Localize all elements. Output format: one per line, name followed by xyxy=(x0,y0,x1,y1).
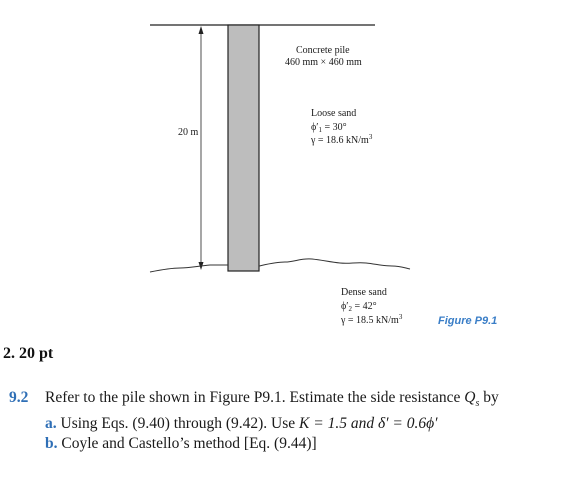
dense-sand-gamma: γ = 18.5 kN/m3 xyxy=(340,313,403,326)
pile-label-line2: 460 mm × 460 mm xyxy=(285,57,362,68)
loose-sand-gamma: γ = 18.6 kN/m3 xyxy=(310,133,373,146)
depth-arrow-top-icon xyxy=(198,26,204,34)
part-a: a. Using Eqs. (9.40) through (9.42). Use… xyxy=(9,414,574,434)
part-b-letter: b. xyxy=(45,435,58,453)
concrete-pile xyxy=(227,24,260,272)
q-symbol: Q xyxy=(464,389,476,406)
part-b-text: Coyle and Castello’s method [Eq. (9.44)] xyxy=(61,435,317,453)
dense-sand-phi: ϕ′2 = 42° xyxy=(341,301,377,313)
part-b: b. Coyle and Castello’s method [Eq. (9.4… xyxy=(9,434,574,454)
q-subscript: s xyxy=(475,398,480,410)
part-a-text: Using Eqs. (9.40) through (9.42). Use xyxy=(60,415,300,433)
figure-caption: Figure P9.1 xyxy=(438,315,497,327)
problem-prompt-after: by xyxy=(479,389,499,406)
part-a-k: K = 1.5 and δ′ = 0.6ϕ′ xyxy=(299,415,438,433)
question-points: 2. 20 pt xyxy=(3,345,54,362)
layer-boundary-line xyxy=(149,258,411,273)
problem-statement: 9.2 Refer to the pile shown in Figure P9.… xyxy=(9,388,574,454)
part-a-letter: a. xyxy=(45,415,57,433)
pile-label-line1: Concrete pile xyxy=(296,45,350,56)
loose-sand-phi: ϕ′1 = 30° xyxy=(311,122,347,134)
loose-sand-name: Loose sand xyxy=(311,108,356,119)
problem-line-1: 9.2 Refer to the pile shown in Figure P9.… xyxy=(9,388,574,414)
dense-sand-name: Dense sand xyxy=(341,287,387,298)
pile-figure: Concrete pile 460 mm × 460 mm 20 m Loose… xyxy=(149,24,497,327)
problem-number: 9.2 xyxy=(9,389,29,406)
depth-label: 20 m xyxy=(178,127,199,138)
problem-prompt-before: Refer to the pile shown in Figure P9.1. … xyxy=(45,389,465,406)
